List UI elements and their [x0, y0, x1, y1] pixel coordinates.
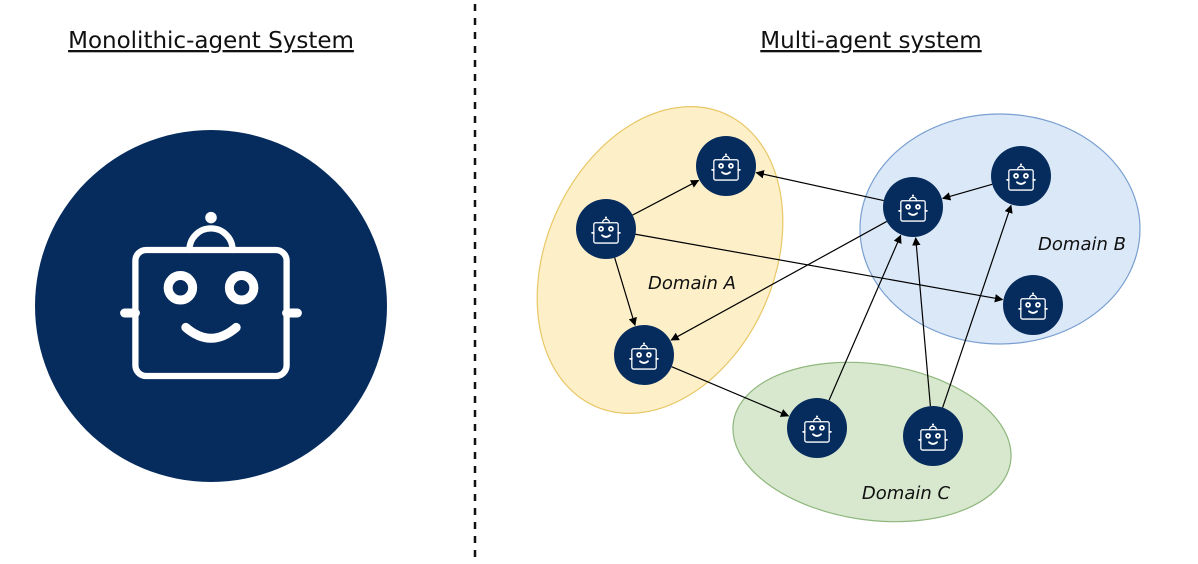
domain-b-label: Domain B [1038, 234, 1126, 255]
monolithic-robot-icon [120, 211, 302, 380]
monolithic-title: Monolithic-agent System [68, 28, 354, 54]
robot-icon [802, 415, 832, 443]
agent-node-b3 [1003, 275, 1063, 335]
agent-node-b1 [883, 177, 943, 237]
link-b1-to-a1 [755, 170, 884, 202]
agent-circle [1003, 275, 1063, 335]
agent-circle [787, 398, 847, 458]
monolithic-panel: Monolithic-agent System [35, 28, 387, 482]
link-c2-to-b1 [912, 237, 931, 407]
domain-a-label: Domain A [648, 273, 736, 294]
domain-regions: Domain A Domain B Domain C [536, 106, 1141, 523]
multi-agent-title: Multi-agent system [760, 28, 981, 54]
agent-circle [576, 199, 636, 259]
link-c2-to-b2 [942, 204, 1013, 408]
robot-icon [898, 194, 928, 222]
link-a2-to-a1 [632, 179, 700, 216]
agent-node-a3 [614, 325, 674, 385]
agent-circle [696, 136, 756, 196]
link-b1-to-a3 [670, 220, 888, 341]
link-b2-to-b1 [941, 183, 993, 201]
agent-circle [614, 325, 674, 385]
agent-circle [991, 146, 1051, 206]
robot-icon [591, 216, 621, 244]
link-a3-to-c1 [671, 366, 790, 417]
agent-nodes [576, 136, 1063, 466]
link-a2-to-a3 [614, 257, 637, 327]
robot-icon [629, 342, 659, 370]
robot-icon [918, 423, 948, 451]
agent-node-a1 [696, 136, 756, 196]
agent-node-c1 [787, 398, 847, 458]
link-c1-to-b1 [828, 234, 902, 401]
agent-links [614, 170, 1013, 417]
domain-c-region: Domain C [732, 361, 1012, 523]
domain-c-label: Domain C [862, 483, 951, 504]
agent-node-a2 [576, 199, 636, 259]
agent-circle [883, 177, 943, 237]
domain-c-ellipse [732, 361, 1012, 523]
agent-node-c2 [903, 406, 963, 466]
link-a2-to-b3 [635, 233, 1004, 303]
robot-icon [711, 153, 741, 181]
robot-icon [1018, 292, 1048, 320]
monolithic-agent-circle [35, 130, 387, 482]
agent-node-b2 [991, 146, 1051, 206]
robot-icon [1006, 163, 1036, 191]
monolithic-agent [35, 130, 387, 482]
agent-circle [903, 406, 963, 466]
